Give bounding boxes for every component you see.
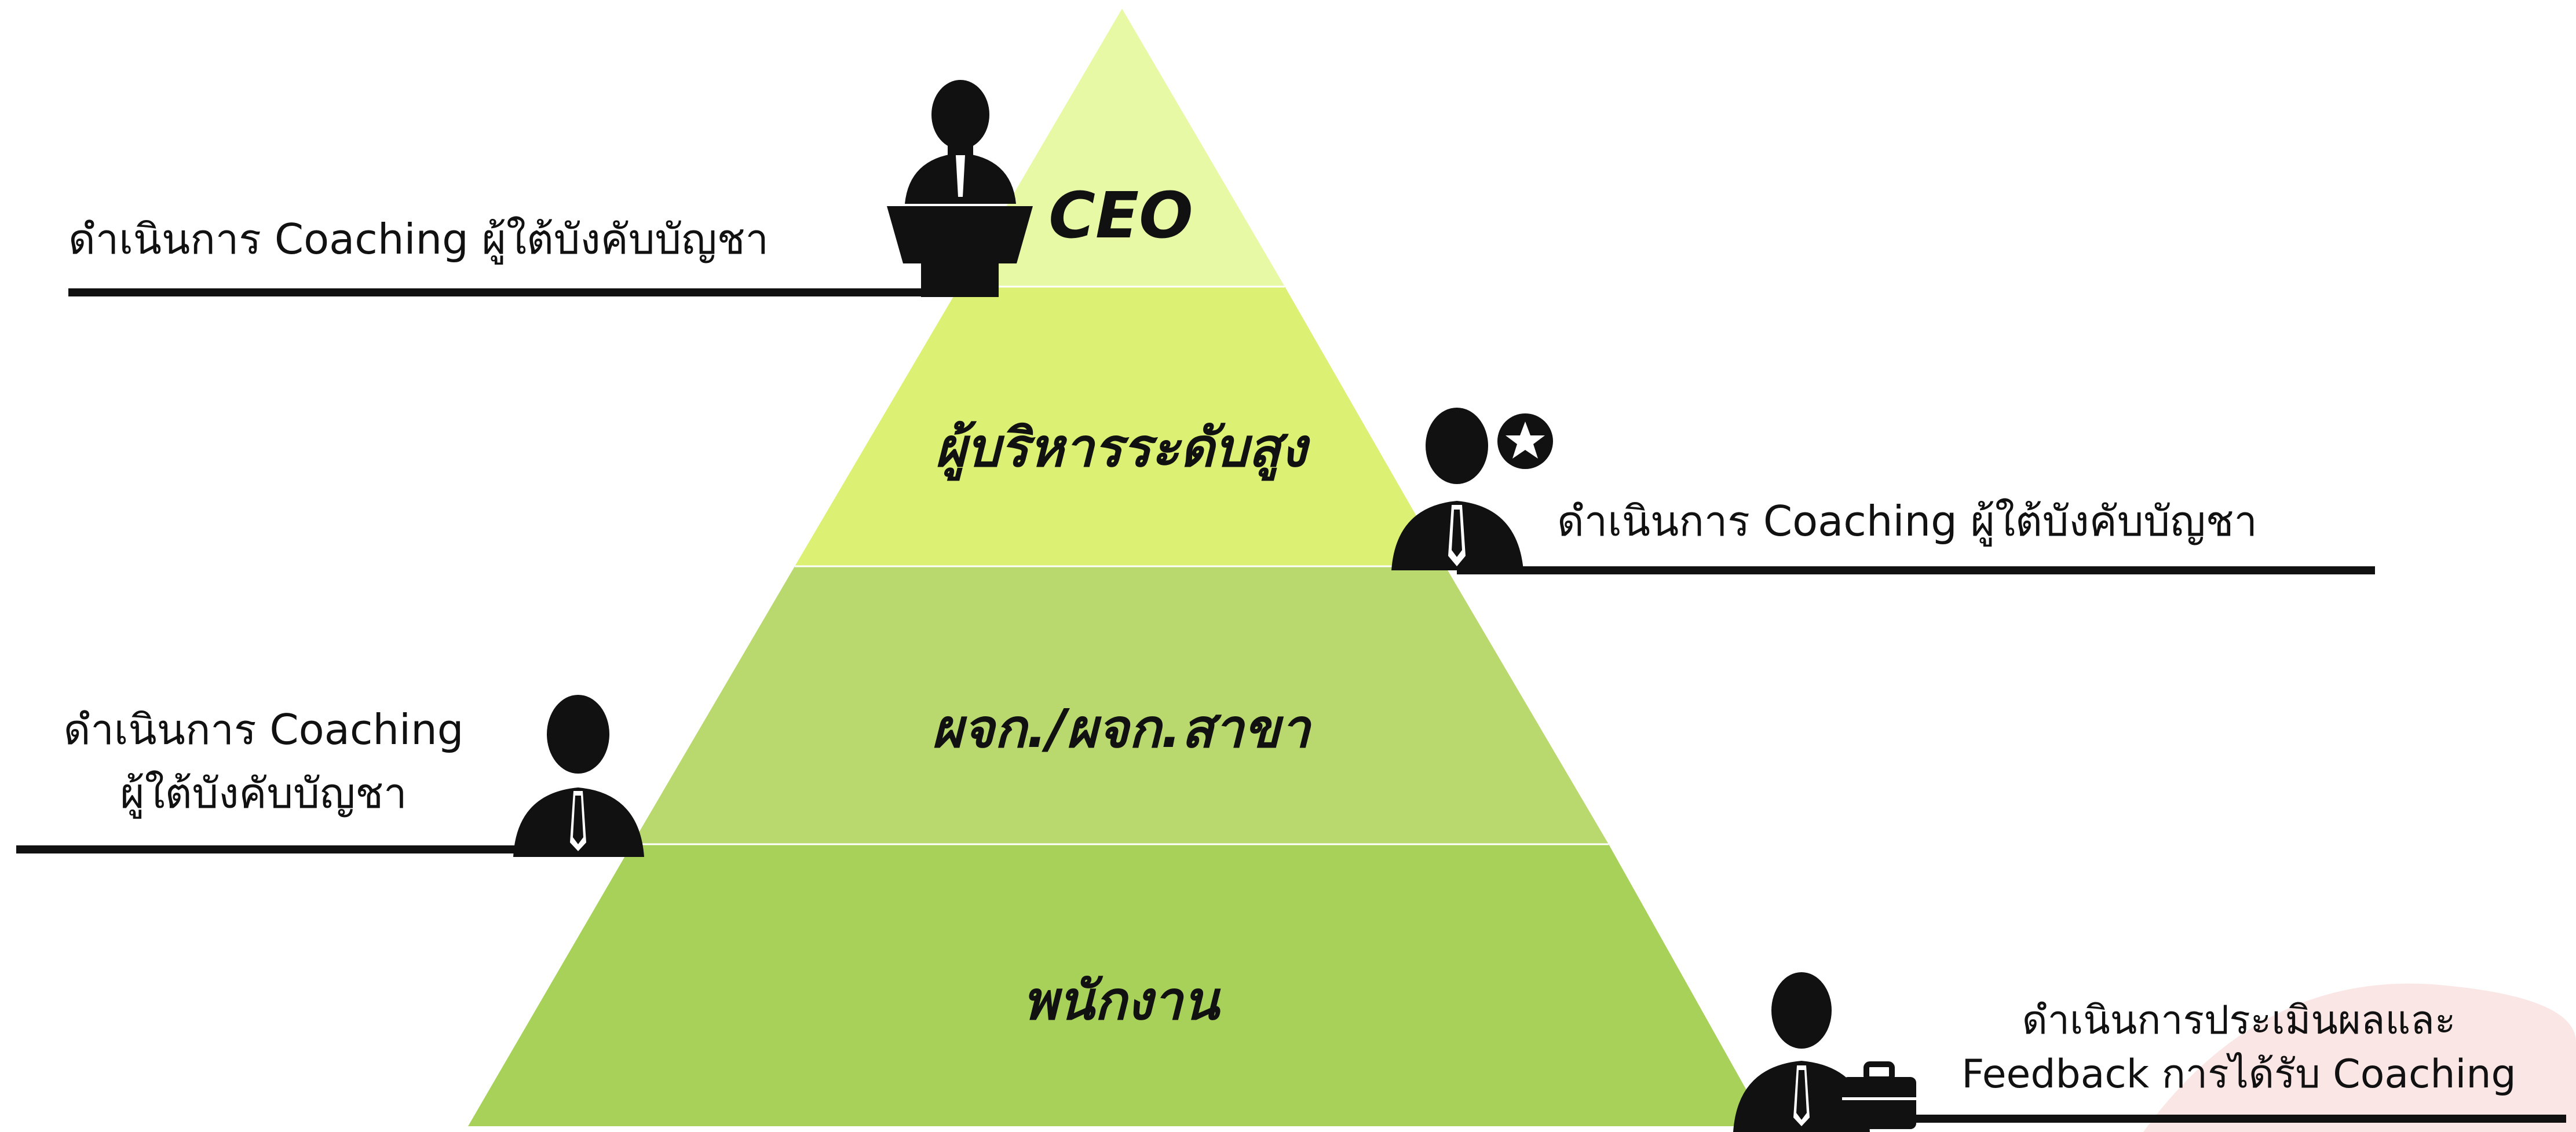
businessman-icon — [513, 695, 644, 857]
podium-speaker-icon — [887, 80, 1033, 297]
annotation-senior-text: ดำเนินการ Coaching ผู้ใต้บังคับบัญชา — [1557, 497, 2257, 547]
businessman-briefcase-icon — [1733, 972, 1916, 1132]
annotation-staff: ดำเนินการประเมินผลและ Feedback การได้รับ… — [1733, 972, 2566, 1132]
annotation-ceo-underline — [68, 288, 926, 296]
tier-label-senior: ผู้บริหารระดับสูง — [935, 417, 1311, 481]
pyramid-tier-staff — [468, 844, 1767, 1126]
pyramid-tier-ceo — [959, 9, 1285, 287]
pyramid-tier-senior — [795, 287, 1445, 566]
pyramid-tier-manager — [632, 566, 1609, 844]
annotation-staff-underline — [1813, 1115, 2566, 1123]
tier-label-manager: ผจก./ผจก.สาขา — [932, 698, 1312, 760]
annotation-manager-text-line2: ผู้ใต้บังคับบัญชา — [120, 769, 407, 819]
annotation-staff-text-line2: Feedback การได้รับ Coaching — [1961, 1052, 2516, 1097]
tier-label-ceo: CEO — [1048, 178, 1193, 252]
annotation-staff-text-line1: ดำเนินการประเมินผลและ — [2022, 998, 2456, 1043]
annotation-manager-underline — [16, 845, 642, 853]
businessman-star-icon — [1391, 408, 1553, 570]
annotation-ceo: ดำเนินการ Coaching ผู้ใต้บังคับบัญชา — [68, 80, 1033, 297]
annotation-ceo-text: ดำเนินการ Coaching ผู้ใต้บังคับบัญชา — [68, 215, 769, 265]
annotation-senior: ดำเนินการ Coaching ผู้ใต้บังคับบัญชา — [1391, 408, 2375, 574]
annotation-manager-text-line1: ดำเนินการ Coaching — [64, 705, 464, 754]
annotation-senior-underline — [1457, 566, 2375, 574]
annotation-manager: ดำเนินการ Coaching ผู้ใต้บังคับบัญชา — [16, 695, 644, 857]
decorative-blob — [2143, 983, 2576, 1132]
pyramid — [468, 9, 1767, 1126]
tier-label-staff: พนักงาน — [1023, 970, 1222, 1032]
